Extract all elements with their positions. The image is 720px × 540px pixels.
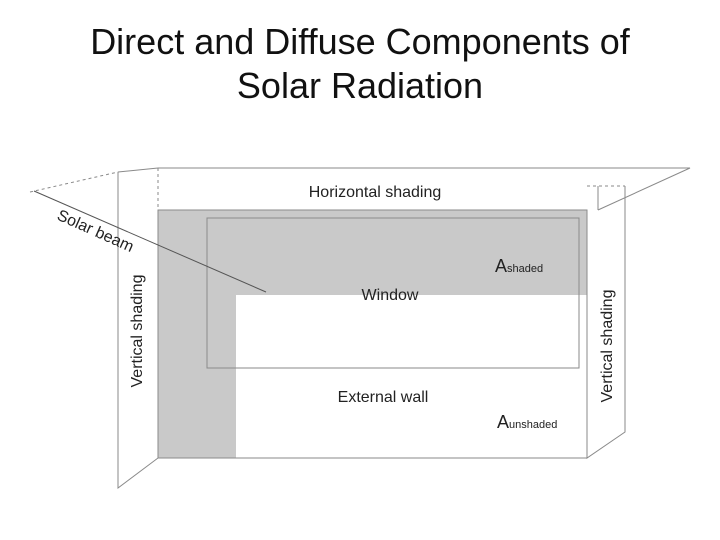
horizontal-shading-top <box>158 167 691 211</box>
title-line-1: Direct and Diffuse Components of <box>90 21 630 62</box>
a-unshaded-label: Aunshaded <box>497 412 557 432</box>
vertical-shading-left-label: Vertical shading <box>129 275 146 388</box>
vertical-shading-left-top-dash <box>29 171 119 193</box>
a-shaded-main: A <box>495 256 507 276</box>
shaded-area <box>158 210 587 458</box>
vertical-shading-left-fin <box>117 172 159 489</box>
a-shaded-label: Ashaded <box>495 256 543 276</box>
solar-beam-ray <box>33 190 267 293</box>
window-outline <box>206 217 580 369</box>
title-line-2: Solar Radiation <box>236 65 484 106</box>
solar-beam-label: Solar beam <box>54 207 136 256</box>
vertical-shading-right-label: Vertical shading <box>599 290 616 403</box>
a-unshaded-sub: unshaded <box>509 419 557 431</box>
vertical-shading-right-fin <box>586 186 626 459</box>
window-label: Window <box>362 287 419 304</box>
a-shaded-sub: shaded <box>507 263 543 275</box>
external-wall-label: External wall <box>338 389 429 406</box>
slide-title: Direct and Diffuse Components of Solar R… <box>0 20 720 108</box>
horizontal-shading-label: Horizontal shading <box>309 184 442 201</box>
a-unshaded-main: A <box>497 412 509 432</box>
vertical-shading-left-top <box>117 167 159 173</box>
